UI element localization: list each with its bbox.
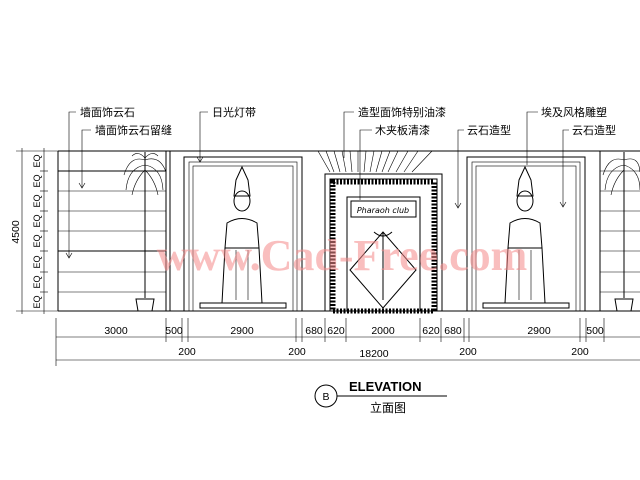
dim-2000: 2000: [371, 325, 395, 337]
dim-200: 200: [571, 346, 589, 358]
egyptian-statue-right: [482, 165, 570, 309]
stone-joints-left: [58, 170, 166, 293]
title-marker: B: [322, 391, 329, 403]
dim-200: 200: [288, 346, 306, 358]
horizontal-dimensions: 3000 500 2900 680 620 2000 620 680 2900 …: [55, 318, 640, 366]
dim-620: 620: [327, 325, 345, 337]
title-sub: 立面图: [370, 400, 406, 415]
dim-eq: EQ: [32, 214, 42, 227]
annotations: 墙面饰云石 墙面饰云石留缝 日光灯带 造型面饰特别油漆 木夹板清漆 云石造型 埃…: [65, 105, 616, 259]
label-plywood-varnish: 木夹板清漆: [375, 123, 430, 137]
label-marble-shape-1: 云石造型: [467, 123, 511, 137]
dim-eq: EQ: [32, 174, 42, 187]
statue-niche-right: [466, 156, 586, 312]
label-marble-shape-2: 云石造型: [572, 123, 616, 137]
dim-2900: 2900: [230, 325, 254, 337]
watermark: www.Cad-Free.com: [157, 231, 528, 280]
title-main: ELEVATION: [349, 379, 421, 394]
title-block: B ELEVATION 立面图: [314, 379, 447, 415]
dim-3000: 3000: [104, 325, 128, 337]
dim-680: 680: [305, 325, 323, 337]
dim-2900: 2900: [527, 325, 551, 337]
dim-eq: EQ: [32, 295, 42, 308]
dim-620: 620: [422, 325, 440, 337]
label-egyptian-sculpture: 埃及风格雕塑: [541, 105, 607, 119]
potted-plant-right: [602, 152, 640, 312]
potted-plant-left: [123, 152, 167, 312]
dim-eq: EQ: [32, 194, 42, 207]
dim-eq: EQ: [32, 255, 42, 268]
dim-200: 200: [459, 346, 477, 358]
dim-18200: 18200: [359, 348, 388, 360]
egyptian-statue-left: [199, 165, 287, 309]
label-light-strip: 日光灯带: [212, 105, 256, 119]
vertical-dimension: 4500 EQ EQ EQ EQ EQ EQ EQ EQ: [10, 148, 58, 314]
stone-joints-right: [600, 170, 640, 293]
dim-680: 680: [444, 325, 462, 337]
dim-500: 500: [586, 325, 604, 337]
door-sign: Pharaoh club: [357, 206, 409, 215]
dim-200: 200: [178, 346, 196, 358]
dim-eq: EQ: [32, 234, 42, 247]
label-special-paint: 造型面饰特别油漆: [358, 105, 446, 119]
door-portal: Pharaoh club: [317, 150, 443, 314]
dim-eq: EQ: [32, 154, 42, 167]
dim-4500: 4500: [10, 220, 22, 244]
label-wall-stone: 墙面饰云石: [80, 105, 135, 119]
statue-niche-left: [183, 156, 303, 312]
label-wall-stone-joint: 墙面饰云石留缝: [95, 123, 172, 137]
dim-eq: EQ: [32, 275, 42, 288]
dim-500: 500: [165, 325, 183, 337]
